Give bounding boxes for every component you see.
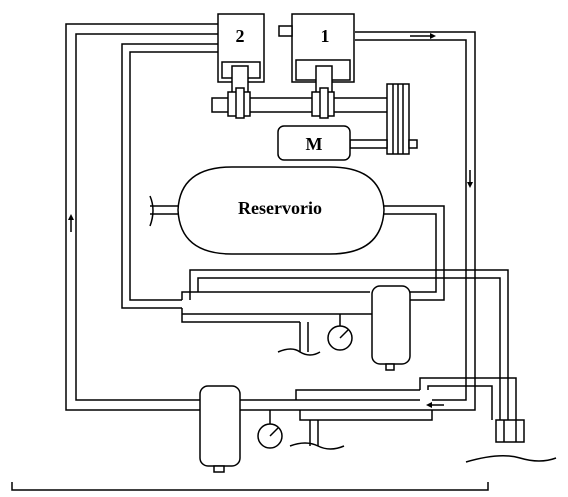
cylinder-1: 1 (278, 13, 355, 95)
motor: M (277, 125, 351, 161)
arrow-left-icon (426, 402, 444, 408)
motor-label: M (306, 134, 323, 154)
arrow-right-icon (410, 33, 436, 39)
outlet-tank (465, 419, 557, 463)
inner-return-pipe (121, 43, 218, 309)
cylinder-1-label: 1 (321, 26, 330, 46)
arrow-up-icon (68, 214, 74, 232)
cylinder-2-label: 2 (236, 26, 245, 46)
pressure-gauge-middle (327, 325, 353, 351)
pressure-gauge-bottom (257, 423, 283, 449)
reservoir: Reservorio (149, 166, 445, 301)
cylinder-2: 2 (217, 13, 265, 95)
flow-arrows (68, 33, 473, 408)
lower-manifold (269, 269, 517, 450)
separator-vessel-bottom (199, 385, 241, 473)
baseline (11, 482, 489, 491)
reservoir-label: Reservorio (238, 198, 322, 218)
outer-pipe-loop (65, 23, 476, 411)
crankshaft (211, 87, 389, 119)
middle-manifold (181, 269, 466, 356)
separator-vessel (371, 285, 411, 371)
arrow-down-icon (467, 170, 473, 188)
belt-pulley (349, 83, 418, 155)
